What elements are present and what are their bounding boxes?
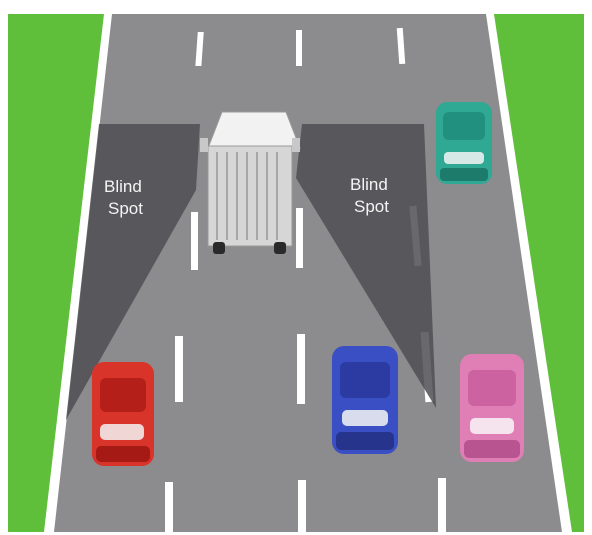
left-blind-spot-label-line2: Spot [108, 199, 143, 218]
lane-dash [438, 478, 446, 532]
lane-dash [191, 212, 198, 270]
truck-icon [200, 112, 300, 254]
lane-dash [298, 480, 306, 532]
right-blind-spot-label-line1: Blind [350, 175, 388, 194]
blue-car-icon [332, 346, 398, 454]
pink-car-icon [460, 354, 524, 462]
lane-dash [297, 334, 305, 404]
red-car-icon [92, 362, 154, 466]
teal-car-icon [436, 102, 492, 184]
right-blind-spot-label-line2: Spot [354, 197, 389, 216]
left-blind-spot-label-line1: Blind [104, 177, 142, 196]
lane-dash [175, 336, 183, 402]
lane-dash [296, 208, 303, 268]
lane-dash [165, 482, 173, 532]
lane-dash [296, 30, 302, 66]
